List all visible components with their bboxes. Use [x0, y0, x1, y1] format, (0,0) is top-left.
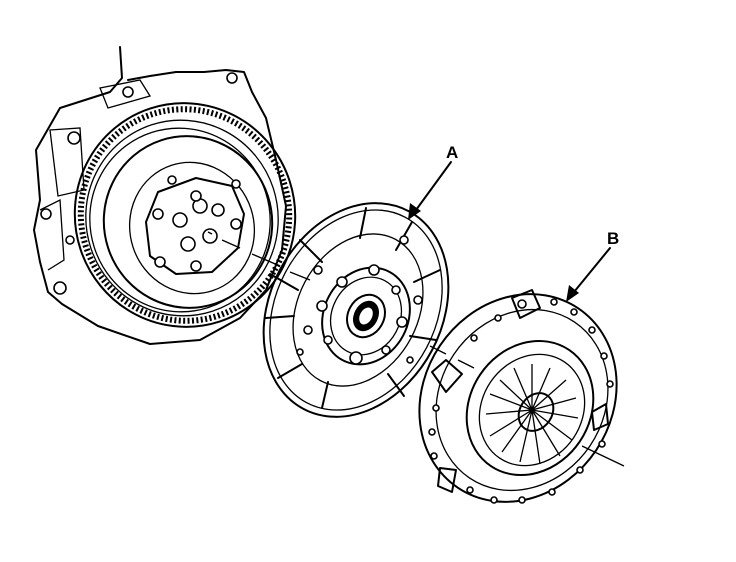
leader-arrow-a — [408, 161, 452, 220]
callout-label-a: A — [446, 143, 459, 162]
callout-label-b: B — [607, 229, 620, 248]
clutch-disc — [262, 202, 450, 418]
center-axis-line-3 — [581, 445, 625, 467]
leader-arrow-b — [566, 247, 611, 302]
diaphragm-spring — [478, 353, 586, 467]
center-axis-line — [207, 231, 311, 281]
pressure-plate — [418, 289, 618, 504]
flywheel-assembly — [33, 46, 297, 345]
